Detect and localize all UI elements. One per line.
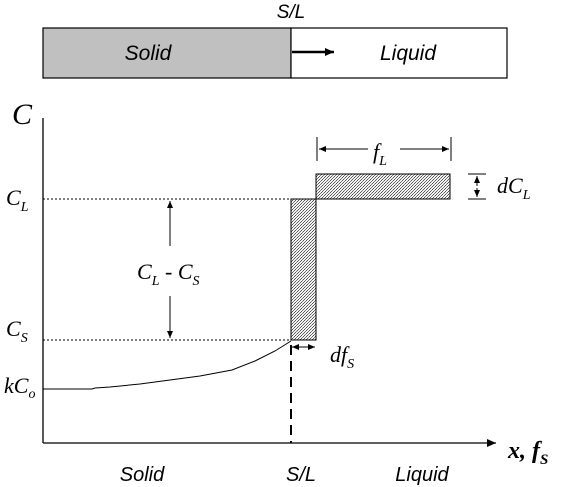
solid-profile-curve xyxy=(43,340,292,390)
dcl-main: dC xyxy=(497,173,523,198)
dfs-main: df xyxy=(330,342,350,367)
dcl-sub: L xyxy=(522,188,531,203)
x-axis-label-sub: S xyxy=(540,452,548,468)
fl-sub: L xyxy=(378,154,387,169)
kco-level-main: kC xyxy=(4,373,29,398)
phase-bar: S/L Solid Liquid xyxy=(42,2,508,79)
kco-level-sub: o xyxy=(28,387,35,402)
liquid-label: Liquid xyxy=(380,42,437,65)
solid-region xyxy=(42,27,292,79)
x-axis-label: x, fS xyxy=(507,438,548,468)
cl-cs-sep: - xyxy=(159,259,177,284)
bottom-liquid-label: Liquid xyxy=(395,464,449,486)
kco-level-label: kCo xyxy=(4,373,35,402)
fl-label: fL xyxy=(373,139,387,169)
cs-level-main: C xyxy=(6,316,21,341)
df-s-column xyxy=(290,198,317,341)
fl-main: f xyxy=(373,139,382,164)
cl-level-main: C xyxy=(6,185,21,210)
cl-cs-c1-sub: L xyxy=(151,274,160,289)
guide-lines xyxy=(43,198,291,341)
x-axis-label-main: x, f xyxy=(507,438,542,464)
dfs-sub: S xyxy=(347,357,354,372)
y-axis-label: C xyxy=(12,98,33,131)
cl-cs-label: CL - CS xyxy=(137,259,200,289)
solid-label: Solid xyxy=(125,42,173,65)
interface-label-top: S/L xyxy=(277,2,306,23)
cs-level-sub: S xyxy=(21,331,28,346)
cl-cs-c2: C xyxy=(178,259,193,284)
dcl-label: dCL xyxy=(497,173,531,203)
cl-cs-c1: C xyxy=(137,259,152,284)
bottom-interface-label: S/L xyxy=(286,464,316,486)
axes: C x, fS xyxy=(12,98,548,468)
cs-level-label: CS xyxy=(6,316,28,346)
dc-l-bar xyxy=(315,173,451,200)
dfs-label: dfS xyxy=(330,342,354,372)
cl-level-label: CL xyxy=(6,185,29,215)
cl-level-sub: L xyxy=(20,200,29,215)
bottom-solid-label: Solid xyxy=(120,464,165,486)
cl-cs-c2-sub: S xyxy=(193,274,200,289)
